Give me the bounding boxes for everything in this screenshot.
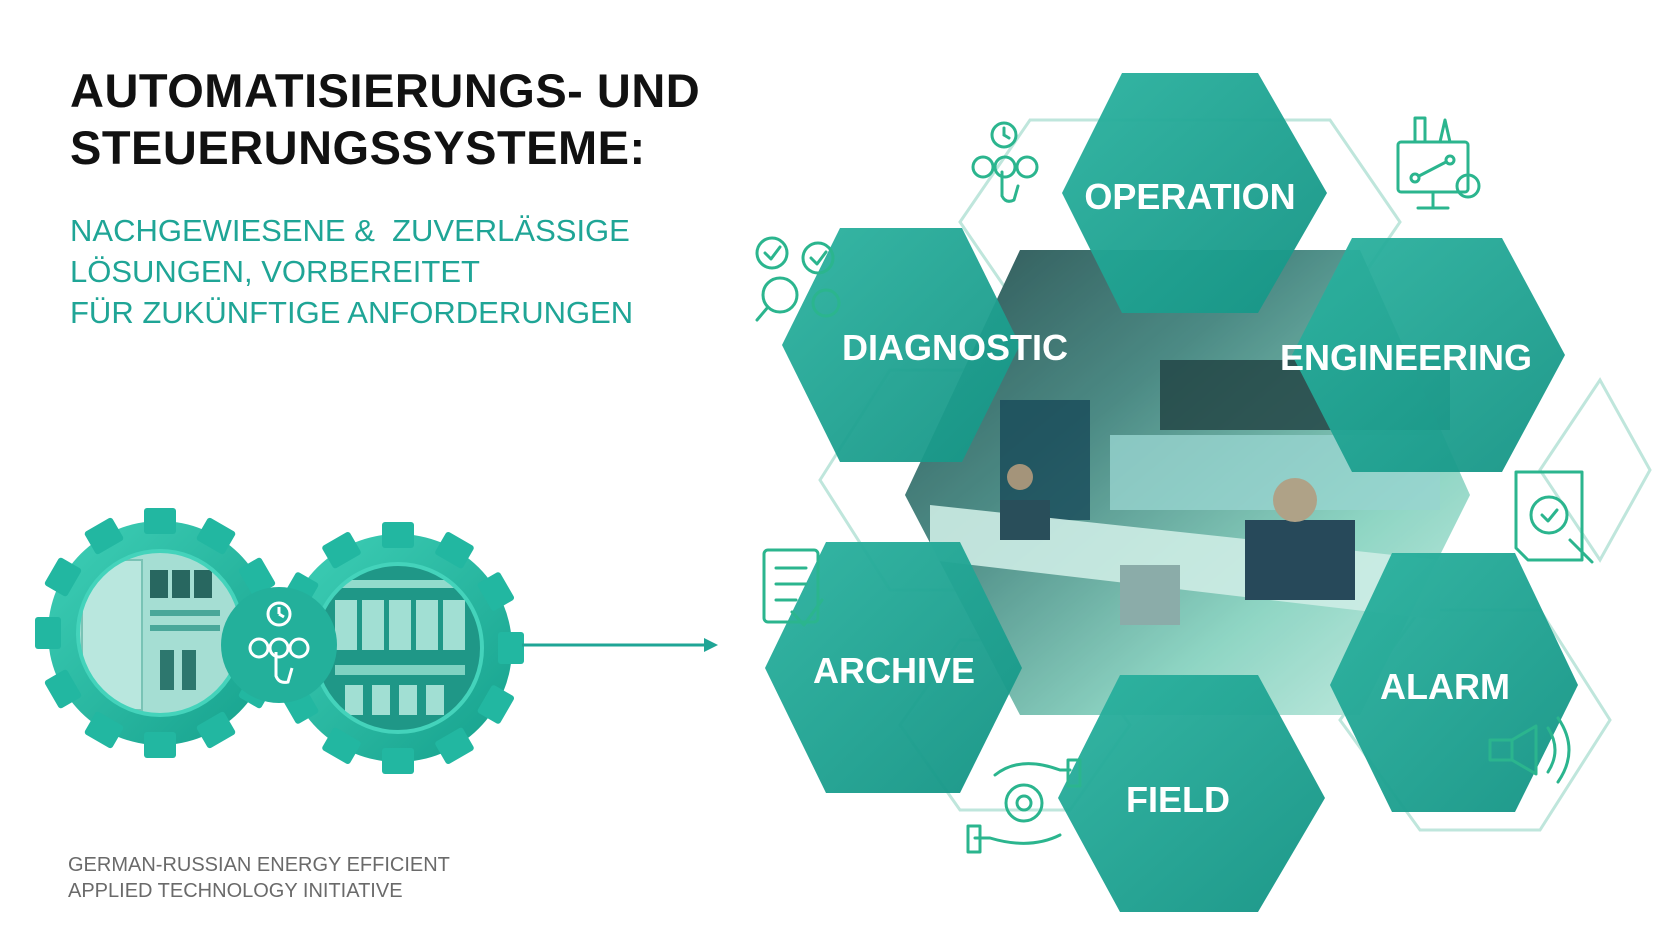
touch-timer-icon (971, 121, 1039, 203)
document-settings-icon (1514, 470, 1594, 564)
hand-gear-icon (966, 758, 1082, 854)
hex-archive: ARCHIVE (765, 542, 1022, 793)
footer-initiative: GERMAN-RUSSIAN ENERGY EFFICIENT APPLIED … (68, 852, 450, 904)
hexagon-diagram: OPERATION DIAGNOSTIC ENGINEERING ARCHIVE… (755, 73, 1652, 912)
subtitle-line-1: NACHGEWIESENE & ZUVERLÄSSIGE (70, 213, 630, 248)
hex-operation: OPERATION (1062, 73, 1327, 313)
title-line-1: AUTOMATISIERUNGS- UND (70, 64, 701, 117)
footer-line-2: APPLIED TECHNOLOGY INITIATIVE (68, 880, 403, 902)
page-title: AUTOMATISIERUNGS- UND STEUERUNGSSYSTEME: (70, 62, 700, 176)
title-line-2: STEUERUNGSSYSTEME: (70, 121, 646, 174)
hex-field-label: FIELD (1126, 779, 1230, 820)
subtitle-line-3: FÜR ZUKÜNFTIGE ANFORDERUNGEN (70, 295, 634, 330)
gears-magnifier-icon (755, 236, 841, 322)
design-monitor-icon (1396, 116, 1481, 210)
hex-archive-label: ARCHIVE (813, 650, 975, 691)
hex-engineering: ENGINEERING (1280, 238, 1565, 472)
footer-line-1: GERMAN-RUSSIAN ENERGY EFFICIENT (68, 854, 450, 876)
hex-diagnostic: DIAGNOSTIC (782, 228, 1068, 462)
hex-diagnostic-label: DIAGNOSTIC (842, 327, 1068, 368)
hex-field: FIELD (1058, 675, 1325, 912)
speaker-alarm-icon (1488, 716, 1571, 784)
gears-illustration (35, 508, 524, 774)
hex-operation-label: OPERATION (1084, 176, 1295, 217)
touch-timer-icon (221, 587, 337, 703)
arrow-connector (522, 638, 718, 652)
hex-alarm-label: ALARM (1380, 666, 1510, 707)
hex-engineering-label: ENGINEERING (1280, 337, 1532, 378)
gear-right (272, 522, 524, 774)
subtitle-line-2: LÖSUNGEN, VORBEREITET (70, 254, 480, 289)
page-subtitle: NACHGEWIESENE & ZUVERLÄSSIGE LÖSUNGEN, V… (70, 210, 633, 333)
hex-alarm: ALARM (1330, 553, 1578, 812)
checklist-icon (762, 548, 824, 627)
